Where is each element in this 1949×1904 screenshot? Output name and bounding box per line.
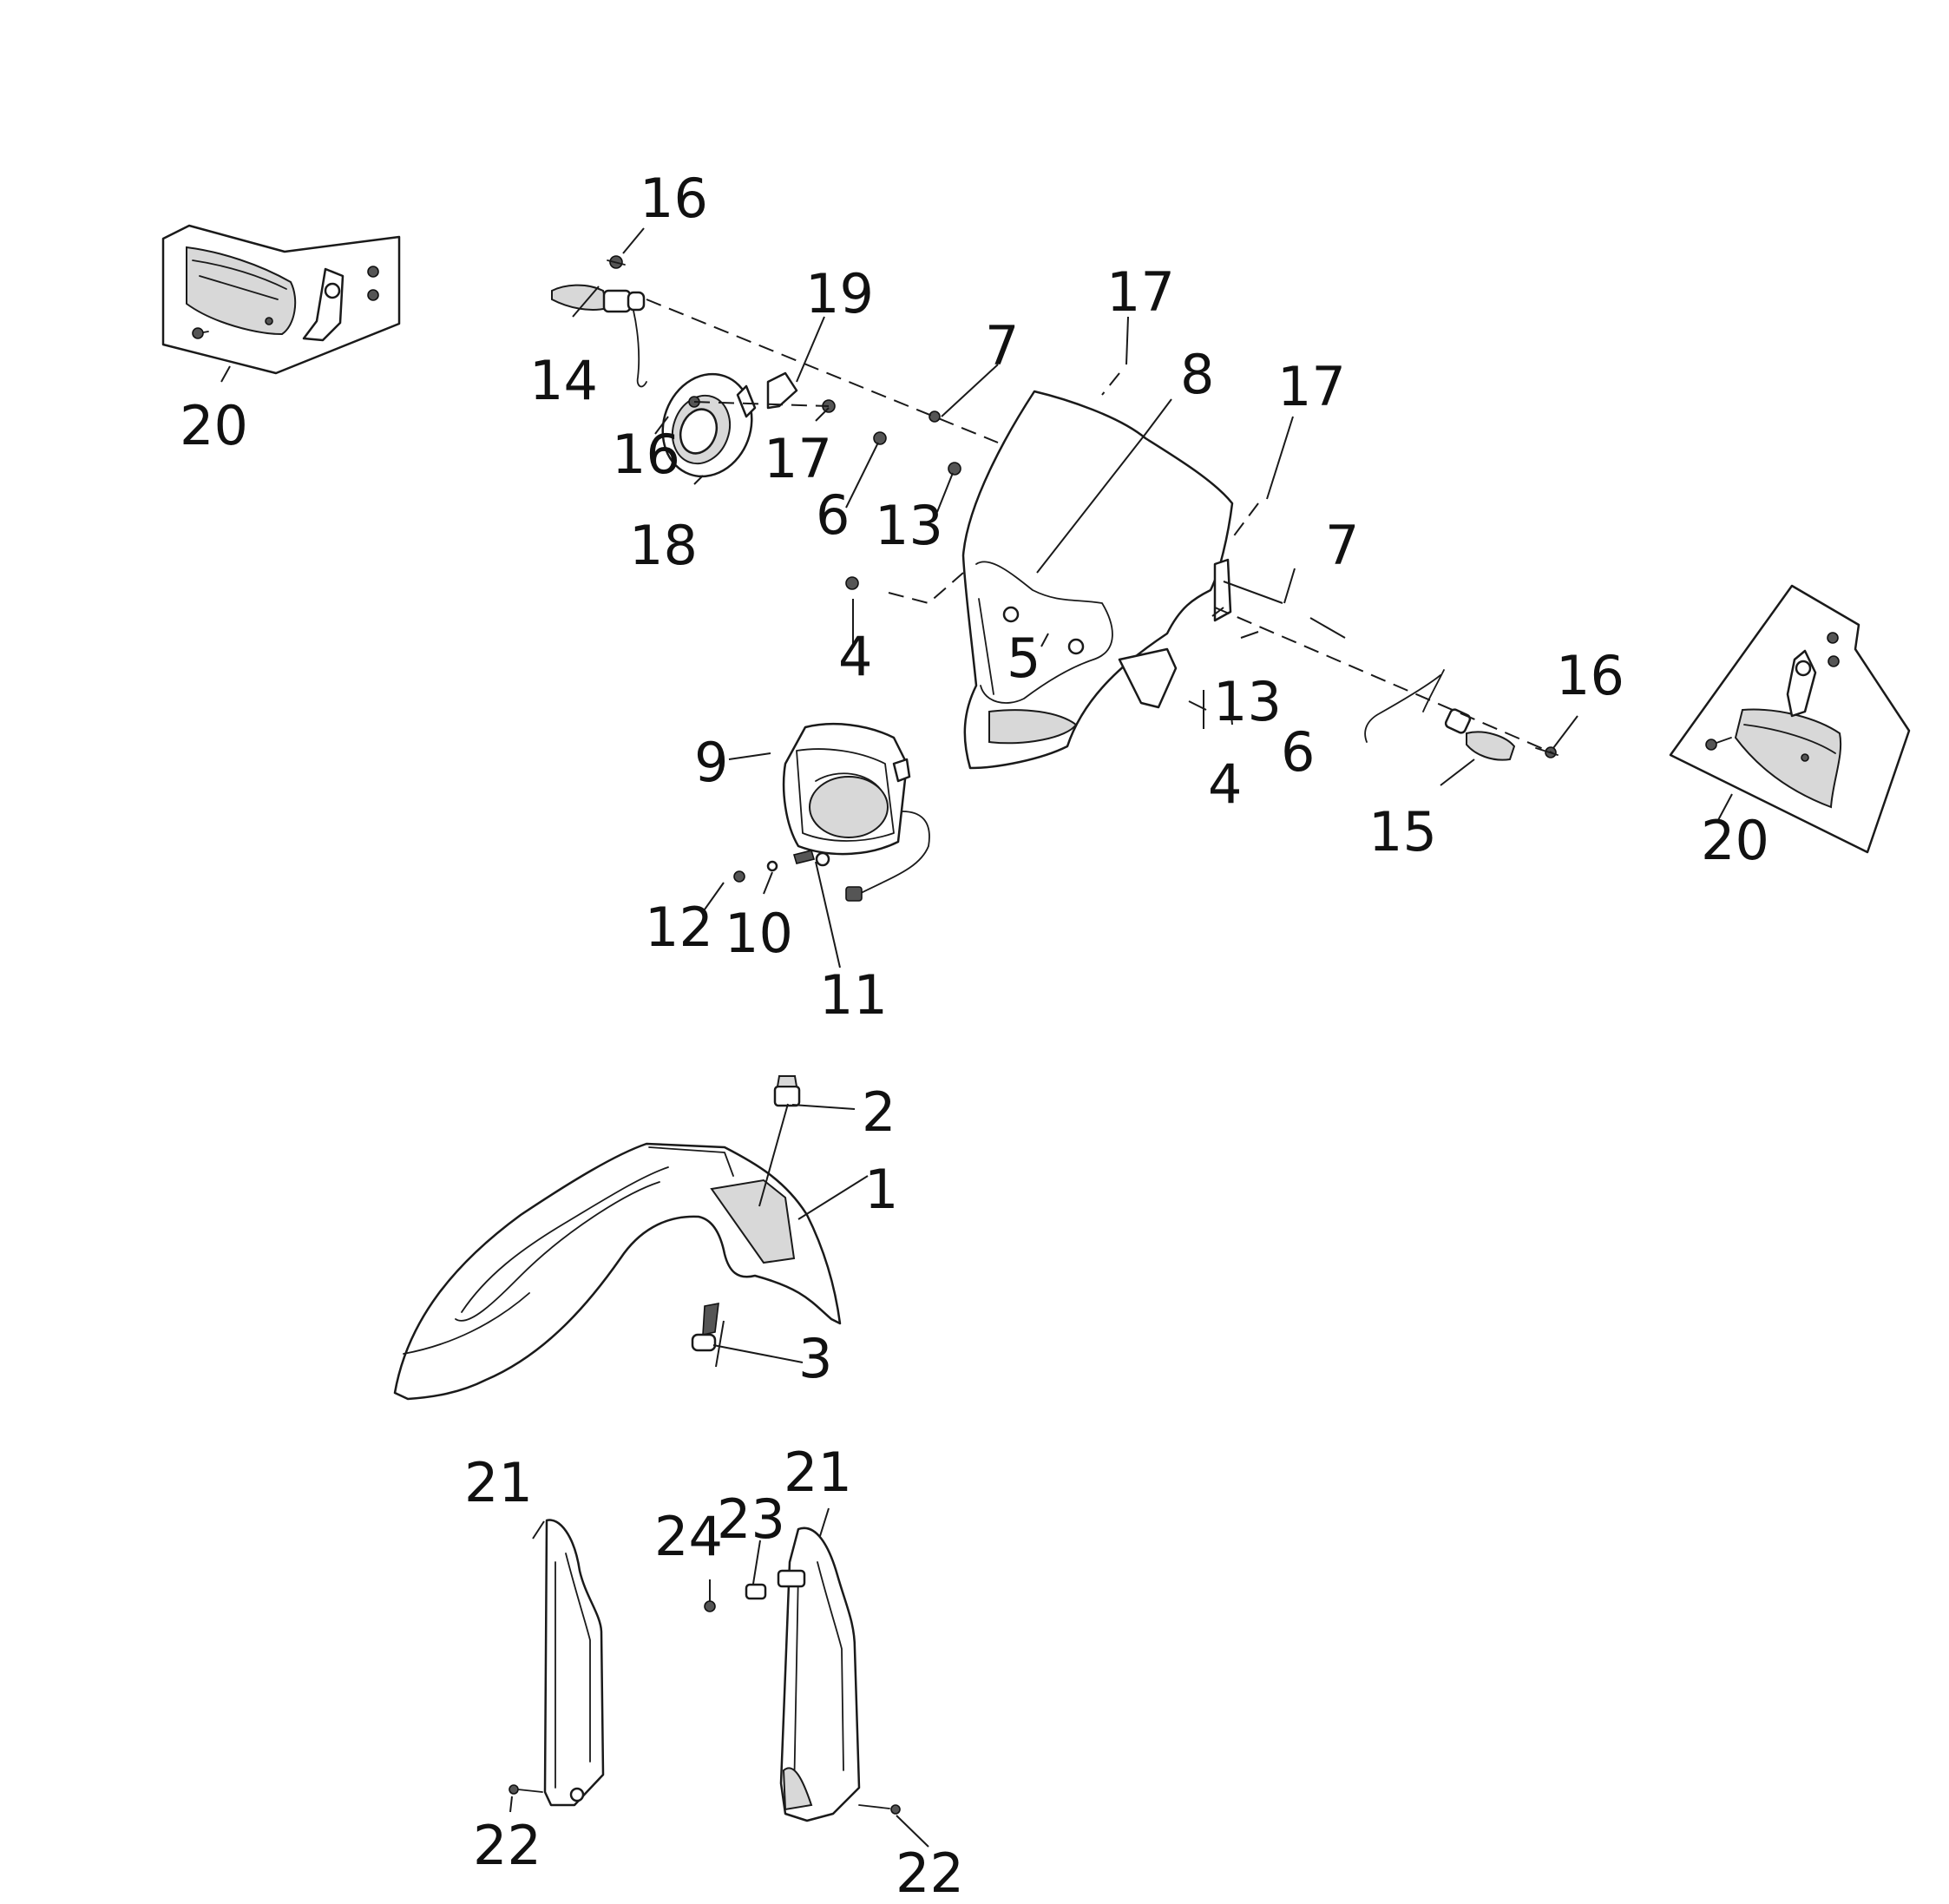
leader-lines xyxy=(220,227,1733,1848)
callout-4-right: 4 xyxy=(1208,752,1242,816)
callout-14: 14 xyxy=(529,349,598,412)
callout-4-left: 4 xyxy=(838,625,872,688)
callout-12: 12 xyxy=(645,896,713,959)
callout-3: 3 xyxy=(798,1327,832,1390)
callout-17-left: 17 xyxy=(764,427,832,490)
turn-signal-right xyxy=(1364,669,1559,761)
callout-20-left: 20 xyxy=(180,394,248,457)
callout-6-right: 6 xyxy=(1281,720,1315,784)
front-fender xyxy=(393,1075,842,1401)
callout-8: 8 xyxy=(1180,343,1214,406)
callout-labels: 1 2 3 4 4 5 6 6 7 7 8 9 10 11 12 13 13 1… xyxy=(180,167,1769,1904)
callout-1: 1 xyxy=(864,1158,898,1221)
headlight-mount-parts xyxy=(661,371,961,590)
callout-16-right: 16 xyxy=(1556,644,1624,707)
callout-15: 15 xyxy=(1368,800,1437,863)
callout-10: 10 xyxy=(725,902,793,965)
callout-6-left: 6 xyxy=(816,483,850,547)
callout-20-right: 20 xyxy=(1701,809,1769,872)
callout-11: 11 xyxy=(819,963,888,1027)
callout-23: 23 xyxy=(717,1487,785,1551)
callout-17-top: 17 xyxy=(1106,260,1175,324)
callout-16-top: 16 xyxy=(640,167,708,230)
callout-21-left: 21 xyxy=(464,1451,533,1514)
callout-18: 18 xyxy=(629,514,698,577)
callout-2: 2 xyxy=(862,1080,896,1144)
callout-7-left: 7 xyxy=(985,314,1019,378)
fork-guard-right xyxy=(704,1526,901,1822)
handguard-left-kit xyxy=(161,224,401,375)
headlight-unit xyxy=(733,723,930,902)
callout-22-right: 22 xyxy=(896,1842,964,1904)
fork-guard-left xyxy=(509,1519,605,1807)
callout-21-right: 21 xyxy=(784,1441,852,1504)
callout-9: 9 xyxy=(694,731,728,794)
callout-13-right: 13 xyxy=(1213,670,1282,733)
callout-16-mid: 16 xyxy=(612,423,680,486)
headlight-cowl xyxy=(961,390,1234,770)
assembly-lines xyxy=(646,299,1554,754)
handguard-right-kit xyxy=(1669,584,1911,854)
callout-22-left: 22 xyxy=(473,1814,541,1877)
callout-19: 19 xyxy=(805,262,874,325)
callout-5: 5 xyxy=(1007,627,1040,690)
callout-24: 24 xyxy=(654,1505,723,1568)
callout-17-right: 17 xyxy=(1277,355,1346,418)
callout-13-left: 13 xyxy=(875,494,943,557)
callout-7-right: 7 xyxy=(1325,514,1359,577)
